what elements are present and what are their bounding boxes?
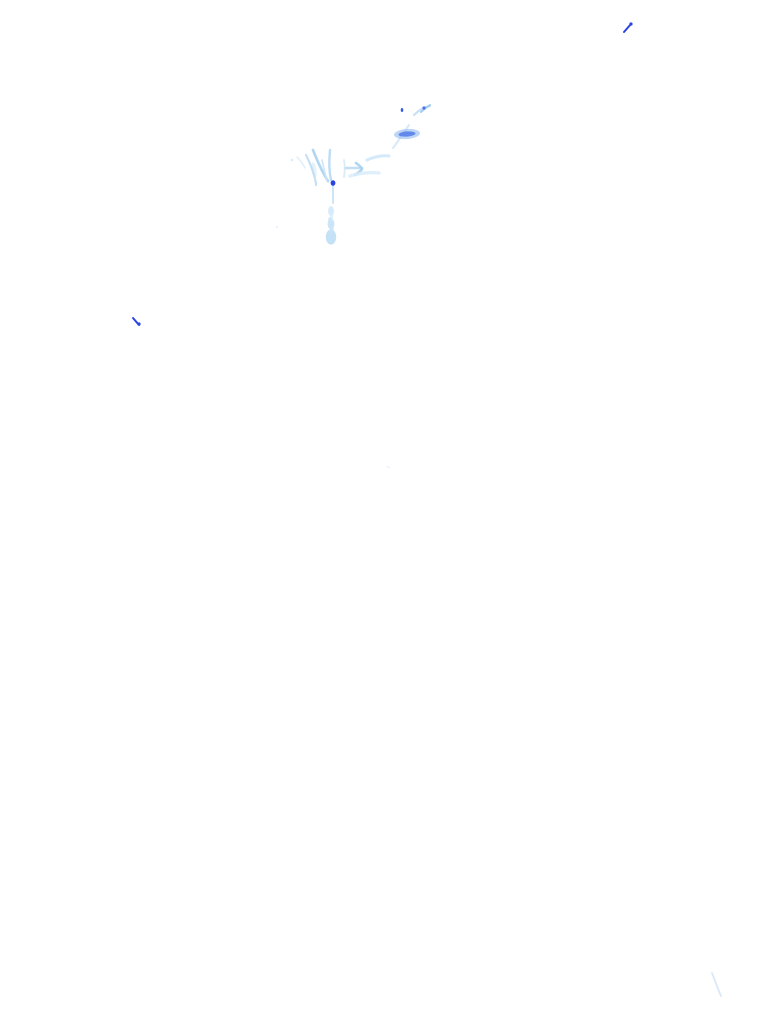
accent-pin-upper — [400, 108, 404, 112]
ink-cluster-strokes — [296, 104, 432, 233]
accent-pin-right — [422, 106, 426, 110]
wisp-left-hook — [304, 153, 318, 187]
wisp-hook-inner — [321, 159, 328, 181]
wisp-v-right — [328, 148, 333, 182]
ink-tick-left-middle-dot — [137, 322, 141, 326]
accent-dash-halo — [394, 128, 420, 140]
accent-dark-dot — [330, 180, 336, 186]
wisp-mid-band — [348, 170, 381, 178]
ink-isolated-marks — [132, 22, 722, 997]
wisp-arrow-tail — [343, 159, 346, 178]
wisp-left-fine — [296, 156, 306, 169]
ink-tick-top-right-dot — [629, 22, 633, 26]
ink-stroke-bottom-right — [711, 972, 722, 997]
wisp-upper-band — [365, 154, 391, 162]
blob-speck-low-left — [275, 225, 279, 229]
ink-speck-center-dot — [387, 466, 389, 468]
ink-tick-top-right — [623, 23, 632, 33]
ink-cluster-accents — [330, 106, 426, 186]
wisp-trail-mid — [328, 217, 334, 233]
blob-trail-3 — [325, 229, 337, 245]
blob-speck-left — [290, 158, 294, 162]
